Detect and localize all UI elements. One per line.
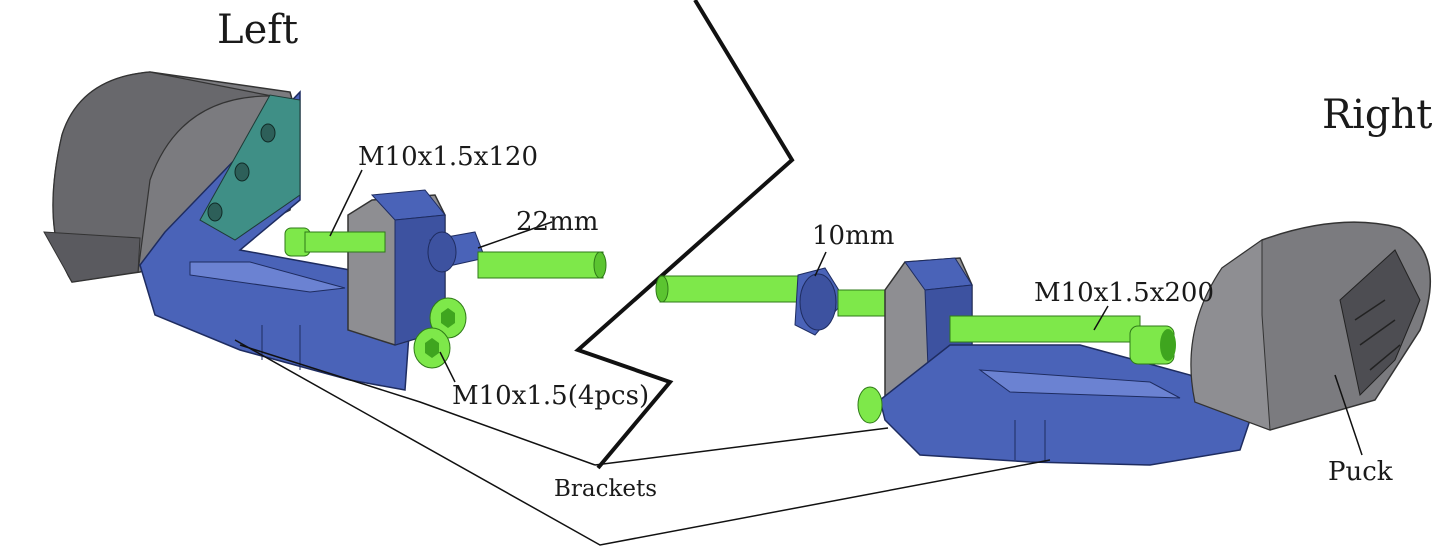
left-small-bolts [413,297,467,369]
left-bracket [139,90,411,391]
label-small-bolts: M10x1.5(4pcs) [452,381,649,411]
leader-lines [234,169,1363,546]
right-puck [1190,221,1431,431]
right-bracket [857,344,1251,466]
label-brackets: Brackets [554,476,657,502]
right-threaded-bolt [655,267,909,336]
break-line [574,0,795,470]
left-bolt [284,227,607,279]
label-bolt-right: M10x1.5x200 [1034,278,1214,308]
right-bolt [949,315,1176,365]
left-assembly [43,71,607,391]
label-right: Right [1322,92,1432,138]
label-spacer-right: 10mm [812,221,894,251]
label-spacer-left: 22mm [516,207,598,237]
right-assembly [655,221,1431,466]
label-left: Left [217,7,298,53]
label-bolt-left: M10x1.5x120 [358,142,538,172]
label-puck: Puck [1328,457,1393,487]
